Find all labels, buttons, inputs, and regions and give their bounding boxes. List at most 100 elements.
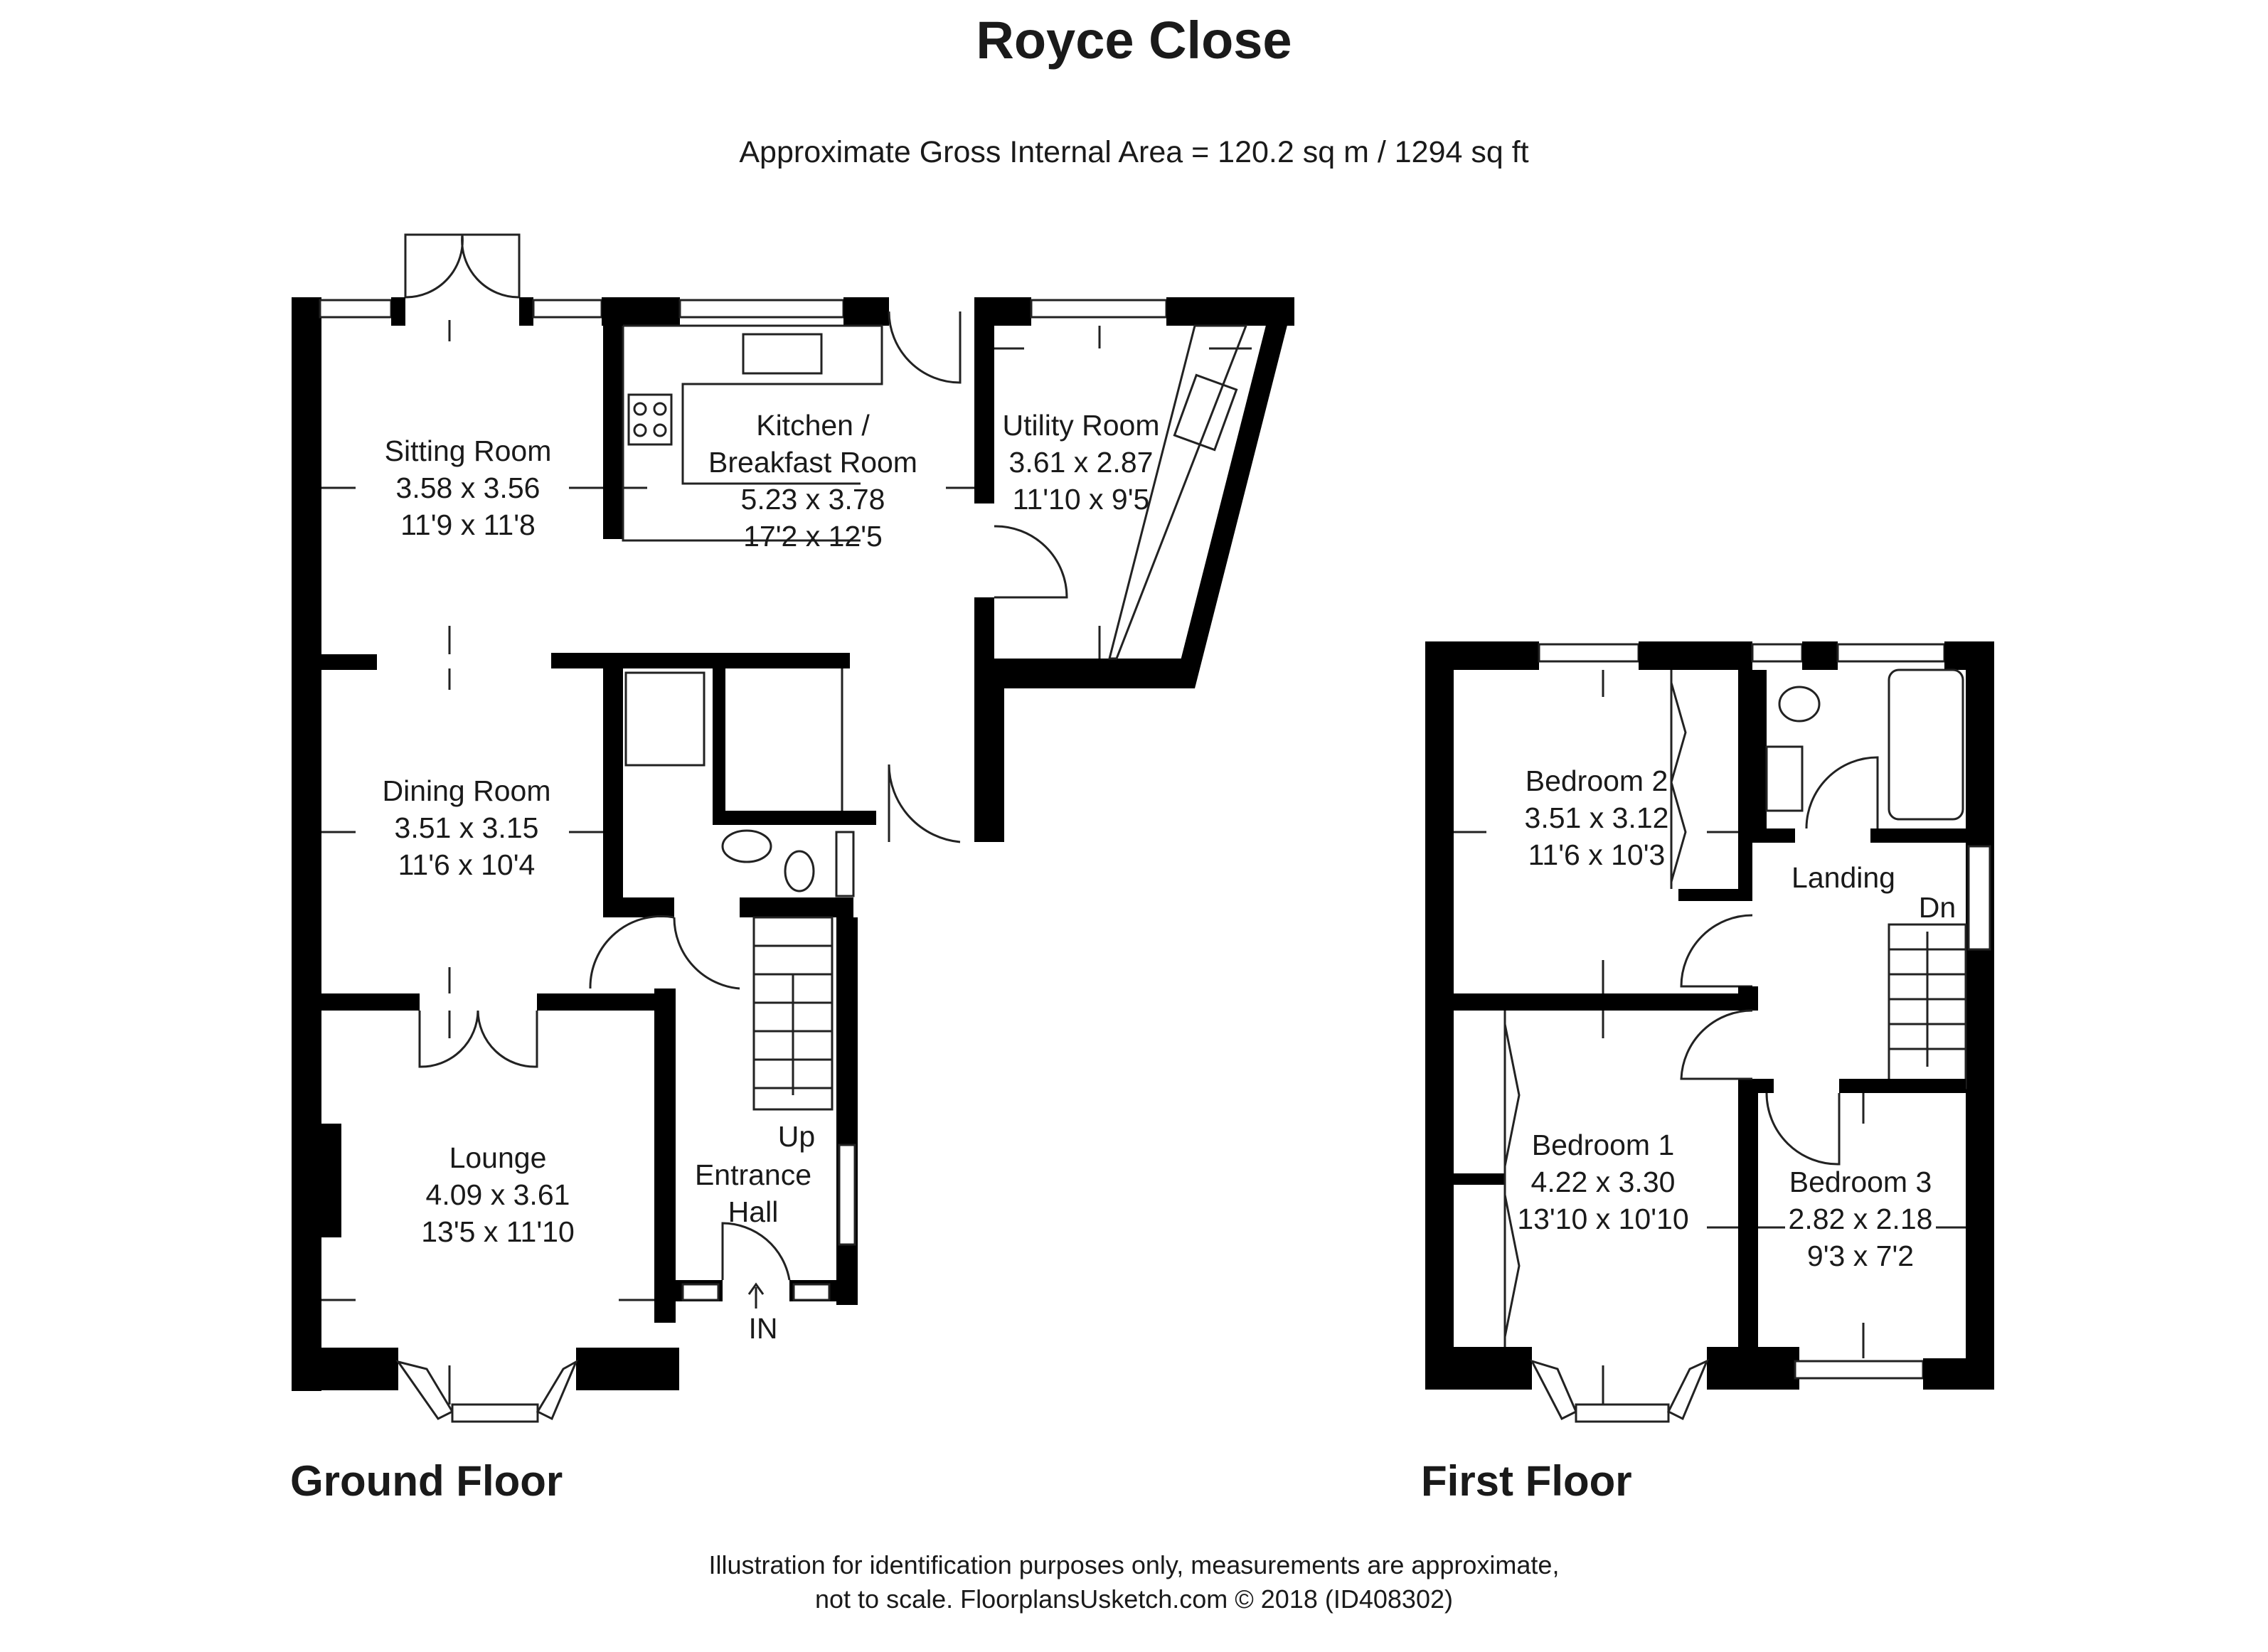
entrance-hall-name-line1: Entrance <box>695 1158 811 1191</box>
wall-segment <box>1752 1079 1774 1093</box>
wall-segment <box>391 297 405 326</box>
bedroom-3-name: Bedroom 3 <box>1789 1166 1932 1198</box>
bedroom-3-metric: 2.82 x 2.18 <box>1789 1203 1933 1235</box>
bed1-bay-window-front <box>1575 1403 1670 1423</box>
bay-window-right <box>536 1359 579 1421</box>
kitchen-name-line2: Breakfast Room <box>708 446 917 479</box>
wall-segment <box>320 993 420 1011</box>
bedroom-1-name: Bedroom 1 <box>1532 1129 1675 1161</box>
lounge-chimney-breast <box>292 1124 341 1237</box>
wall-segment <box>551 653 850 668</box>
wall-segment <box>1738 986 1758 1011</box>
wall-segment <box>1425 1347 1532 1390</box>
footer-disclaimer-line2: not to scale. FloorplansUsketch.com © 20… <box>815 1584 1453 1614</box>
room-labels: Sitting Room 3.58 x 3.56 11'9 x 11'8 Kit… <box>383 409 1956 1345</box>
hob-ring <box>633 402 647 416</box>
bath-window-left <box>1751 643 1804 663</box>
wall-segment <box>537 993 676 1011</box>
dimension-arrow <box>321 320 603 654</box>
wall-segment <box>713 811 876 825</box>
bed2-door <box>1680 914 1753 988</box>
wall-segment <box>320 654 377 670</box>
bed1-bay-window-right <box>1666 1359 1709 1421</box>
utility-room-metric: 3.61 x 2.87 <box>1009 446 1154 479</box>
wall-segment <box>1425 641 1539 670</box>
first-floor-label: First Floor <box>1421 1457 1632 1505</box>
entry-arrow-icon <box>747 1282 765 1309</box>
wall-segment <box>1966 641 1994 1390</box>
wall-segment <box>292 1348 398 1390</box>
dining-room-name: Dining Room <box>383 774 551 807</box>
landing-window <box>1967 845 1991 951</box>
dining-room-metric: 3.51 x 3.15 <box>395 811 539 844</box>
wall-segment <box>974 659 1004 842</box>
wall-segment <box>1944 641 1994 670</box>
shower-tray <box>624 671 706 767</box>
sitting-room-imperial: 11'9 x 11'8 <box>400 508 536 541</box>
lounge-name: Lounge <box>449 1141 547 1174</box>
stairs-up-label: Up <box>778 1120 815 1153</box>
wc-basin <box>721 829 772 863</box>
dimension-arrow <box>321 1011 654 1405</box>
kitchen-metric: 5.23 x 3.78 <box>741 483 885 516</box>
utility-room-imperial: 11'10 x 9'5 <box>1013 483 1150 516</box>
kitchen-sink <box>742 333 823 375</box>
wall-segment <box>1678 889 1752 901</box>
page-title: Royce Close <box>976 11 1292 70</box>
dining-room-imperial: 11'6 x 10'4 <box>398 848 536 881</box>
kitchen-worktop <box>622 324 883 542</box>
bed2-window <box>1538 643 1640 663</box>
wall-segment <box>1738 1079 1758 1377</box>
wc-door <box>673 917 740 990</box>
entrance-side-window <box>681 1283 720 1301</box>
bed2-wardrobe <box>1670 670 1687 889</box>
wc-toilet <box>784 850 815 892</box>
bathtub <box>1888 668 1964 821</box>
hob-ring <box>653 423 667 437</box>
wall-segment <box>1870 828 1966 843</box>
footer-disclaimer-line1: Illustration for identification purposes… <box>708 1550 1560 1579</box>
entrance-side-window <box>792 1283 831 1301</box>
utility-slanted-wall <box>1173 297 1294 688</box>
bedroom-1-metric: 4.22 x 3.30 <box>1531 1166 1676 1198</box>
wall-segment <box>654 988 676 1323</box>
bay-window-front <box>451 1403 539 1423</box>
wall-segment <box>843 297 889 326</box>
wall-segment <box>1752 828 1795 843</box>
wall-segment <box>603 897 674 917</box>
wall-segment <box>1425 641 1454 1390</box>
bed1-wardrobe <box>1503 1011 1521 1351</box>
stairs-down-label: Dn <box>1919 891 1956 924</box>
kitchen-imperial: 17'2 x 12'5 <box>743 520 883 553</box>
sitting-french-doors <box>404 233 521 299</box>
side-door <box>888 764 961 843</box>
dimension-arrow <box>994 326 1252 659</box>
bed1-door <box>1680 1009 1753 1080</box>
sitting-window-left <box>319 299 393 319</box>
hob-ring <box>653 402 667 416</box>
utility-room-name: Utility Room <box>1003 409 1160 442</box>
hall-window <box>838 1144 856 1246</box>
wall-segment <box>740 897 853 917</box>
lounge-double-doors <box>418 1010 538 1068</box>
wall-segment <box>603 668 623 910</box>
wall-segment <box>1738 670 1752 901</box>
wall-segment <box>713 668 725 825</box>
bathroom-door <box>1805 756 1879 829</box>
kitchen-back-door <box>888 311 962 384</box>
bathroom-toilet <box>1778 686 1821 723</box>
wall-segment <box>292 297 320 326</box>
entry-label: IN <box>749 1312 778 1345</box>
dimension-arrow <box>1602 1011 1738 1405</box>
bedroom-3-imperial: 9'3 x 7'2 <box>1807 1240 1914 1272</box>
kitchen-hob <box>627 393 673 446</box>
utility-worktop <box>1108 324 1248 660</box>
bedroom-2-metric: 3.51 x 3.12 <box>1525 801 1669 834</box>
sitting-window-right <box>532 299 603 319</box>
wall-segment <box>1454 1173 1505 1185</box>
wall-segment <box>1425 993 1752 1011</box>
wall-segment <box>1752 670 1767 841</box>
bed3-window <box>1794 1360 1924 1380</box>
